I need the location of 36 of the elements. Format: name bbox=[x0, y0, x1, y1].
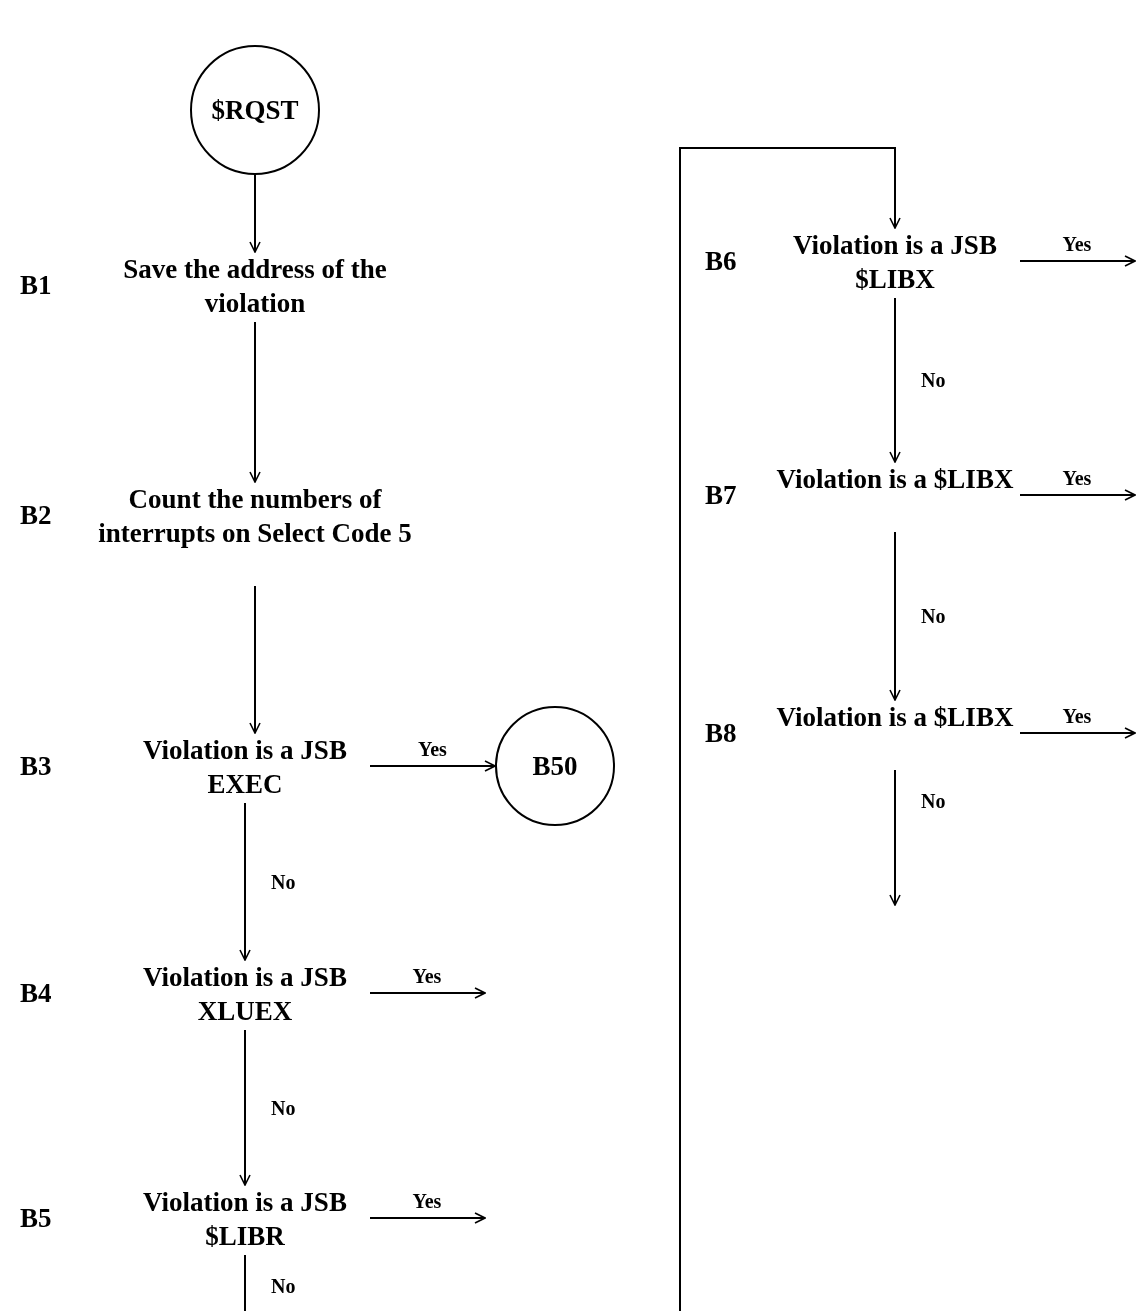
connector-circle bbox=[495, 706, 615, 826]
arrow bbox=[369, 760, 496, 772]
step-number: B4 bbox=[20, 977, 52, 1010]
step-text: Count the numbers of interrupts on Select Code 5 bbox=[97, 483, 413, 550]
step-text: Violation is a $LIBX bbox=[775, 701, 1015, 734]
arrow bbox=[1019, 727, 1136, 739]
arrow bbox=[369, 987, 486, 999]
step-number: B5 bbox=[20, 1202, 52, 1235]
arrow bbox=[249, 585, 261, 734]
step-text: Violation is a JSB XLUEX bbox=[142, 961, 348, 1028]
step-text: Violation is a JSB EXEC bbox=[142, 734, 348, 801]
step-number: B7 bbox=[705, 479, 737, 512]
arrow bbox=[369, 1212, 486, 1224]
step-number: B1 bbox=[20, 269, 52, 302]
circle-label: B50 bbox=[532, 750, 578, 783]
arrow bbox=[239, 802, 251, 961]
arrow bbox=[889, 297, 901, 463]
arrow bbox=[249, 174, 261, 253]
arrow bbox=[889, 769, 901, 906]
step-number: B2 bbox=[20, 499, 52, 532]
step-text: Violation is a JSB $LIBX bbox=[792, 229, 998, 296]
step-number: B3 bbox=[20, 750, 52, 783]
circle-label: $RQST bbox=[211, 94, 299, 127]
arrow bbox=[1019, 489, 1136, 501]
step-text: Violation is a JSB $LIBR bbox=[142, 1186, 348, 1253]
step-text: Save the address of the violation bbox=[122, 253, 388, 320]
step-number: B6 bbox=[705, 245, 737, 278]
step-text: Violation is a $LIBX bbox=[775, 463, 1015, 496]
step-number: B8 bbox=[705, 717, 737, 750]
arrow bbox=[1019, 255, 1136, 267]
arrow bbox=[249, 321, 261, 483]
arrow bbox=[679, 147, 901, 1311]
connector-circle bbox=[190, 45, 320, 175]
arrow bbox=[889, 531, 901, 701]
connector-line bbox=[244, 1254, 246, 1311]
arrow bbox=[239, 1029, 251, 1186]
